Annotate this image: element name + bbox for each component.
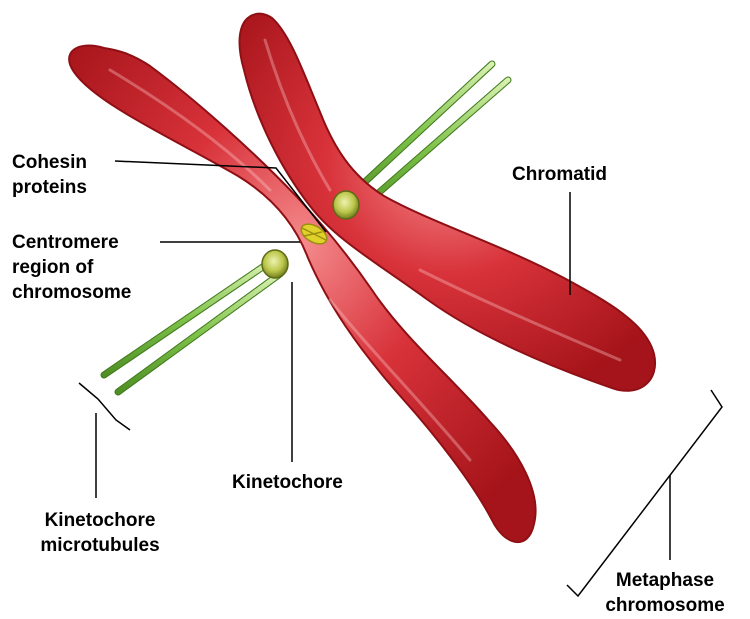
kmt-label-line-1: Kinetochore	[6, 508, 194, 533]
metaphase-label-line-1: Metaphase	[590, 568, 740, 593]
centromere-label-line-2: region of	[12, 255, 131, 280]
cohesin-proteins-label: Cohesin proteins	[12, 150, 87, 200]
kinetochore-label: Kinetochore	[232, 470, 343, 495]
metaphase-label-line-2: chromosome	[590, 593, 740, 618]
centromere-region-label: Centromere region of chromosome	[12, 230, 131, 305]
centromere-label-line-1: Centromere	[12, 230, 131, 255]
cohesin-label-line-2: proteins	[12, 175, 87, 200]
metaphase-bracket	[567, 390, 722, 596]
kmt-label-line-2: microtubules	[6, 533, 194, 558]
kinetochore-microtubules-label: Kinetochore microtubules	[6, 508, 194, 558]
chromatid-label-text: Chromatid	[512, 162, 607, 187]
metaphase-chromosome-label: Metaphase chromosome	[590, 568, 740, 618]
kinetochore-upper	[333, 191, 359, 219]
chromatid-label: Chromatid	[512, 162, 607, 187]
kinetochore-label-text: Kinetochore	[232, 470, 343, 495]
cohesin-label-line-1: Cohesin	[12, 150, 87, 175]
kinetochore-lower	[262, 250, 288, 278]
centromere-label-line-3: chromosome	[12, 280, 131, 305]
